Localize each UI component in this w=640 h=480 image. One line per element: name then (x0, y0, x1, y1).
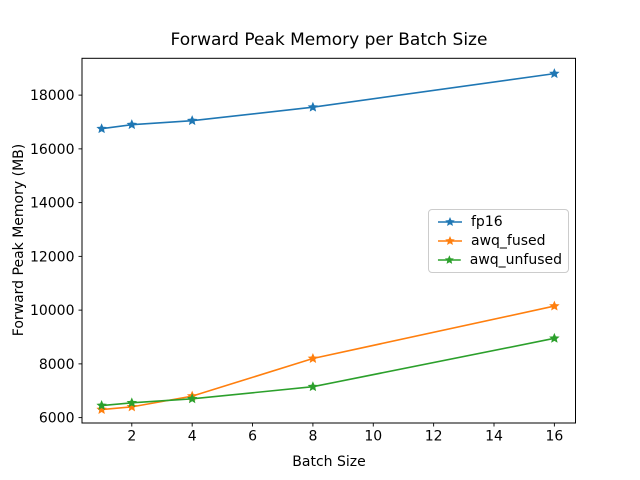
x-tick-label: 6 (248, 429, 257, 445)
y-tick-label: 18000 (30, 88, 75, 104)
data-point-marker-awq_fused (96, 404, 107, 415)
legend-item-awq-unfused: awq_unfused (437, 250, 562, 269)
data-point-marker-awq_unfused (96, 400, 107, 410)
x-tick-label: 4 (188, 429, 197, 445)
fp16-line-sample-icon (438, 217, 462, 227)
legend-label-fp16: fp16 (471, 214, 503, 231)
chart-title: Forward Peak Memory per Batch Size (170, 30, 488, 50)
y-tick-label: 8000 (39, 357, 75, 373)
series-line-fp16 (101, 72, 555, 130)
legend-label-awq-fused: awq_fused (471, 233, 546, 249)
x-tick-label: 10 (364, 429, 382, 445)
data-point-marker-fp16 (549, 68, 560, 79)
x-tick-label: 2 (127, 429, 136, 445)
x-tick-label: 14 (485, 429, 503, 445)
data-point-marker-awq_unfused (126, 397, 138, 408)
data-point-marker-fp16 (126, 119, 138, 130)
y-tick-label: 10000 (30, 303, 75, 319)
star-marker-icon (445, 217, 455, 227)
series-line-awq_unfused (101, 337, 555, 407)
x-tick-label: 8 (308, 429, 317, 445)
y-tick-label: 6000 (39, 411, 75, 427)
y-tick-label: 14000 (30, 196, 75, 212)
data-point-marker-fp16 (307, 101, 319, 112)
awq-unfused-line-sample-icon (437, 254, 461, 264)
data-point-marker-fp16 (96, 123, 107, 134)
legend: fp16 awq_fused awq_unfused (428, 209, 569, 273)
x-tick-label: 12 (425, 429, 443, 445)
legend-label-awq-unfused: awq_unfused (469, 251, 562, 268)
data-point-marker-awq_unfused (307, 381, 319, 392)
x-tick-label: 16 (545, 429, 563, 445)
awq-fused-line-sample-icon (438, 236, 462, 246)
data-point-marker-awq_unfused (186, 393, 198, 404)
data-point-marker-awq_fused (549, 300, 560, 311)
star-marker-icon (444, 254, 454, 264)
y-tick-label: 12000 (30, 249, 75, 265)
data-point-marker-awq_unfused (549, 332, 560, 343)
axes-spines (81, 57, 576, 424)
data-point-marker-fp16 (186, 115, 198, 126)
data-point-marker-awq_fused (126, 401, 138, 412)
legend-item-fp16: fp16 (437, 213, 562, 232)
x-axis-label: Batch Size (292, 454, 366, 470)
data-point-marker-awq_fused (307, 353, 319, 363)
star-marker-icon (445, 236, 455, 246)
series-line-awq_fused (101, 305, 555, 411)
y-tick-label: 16000 (30, 142, 75, 158)
legend-item-awq-fused: awq_fused (437, 232, 562, 251)
